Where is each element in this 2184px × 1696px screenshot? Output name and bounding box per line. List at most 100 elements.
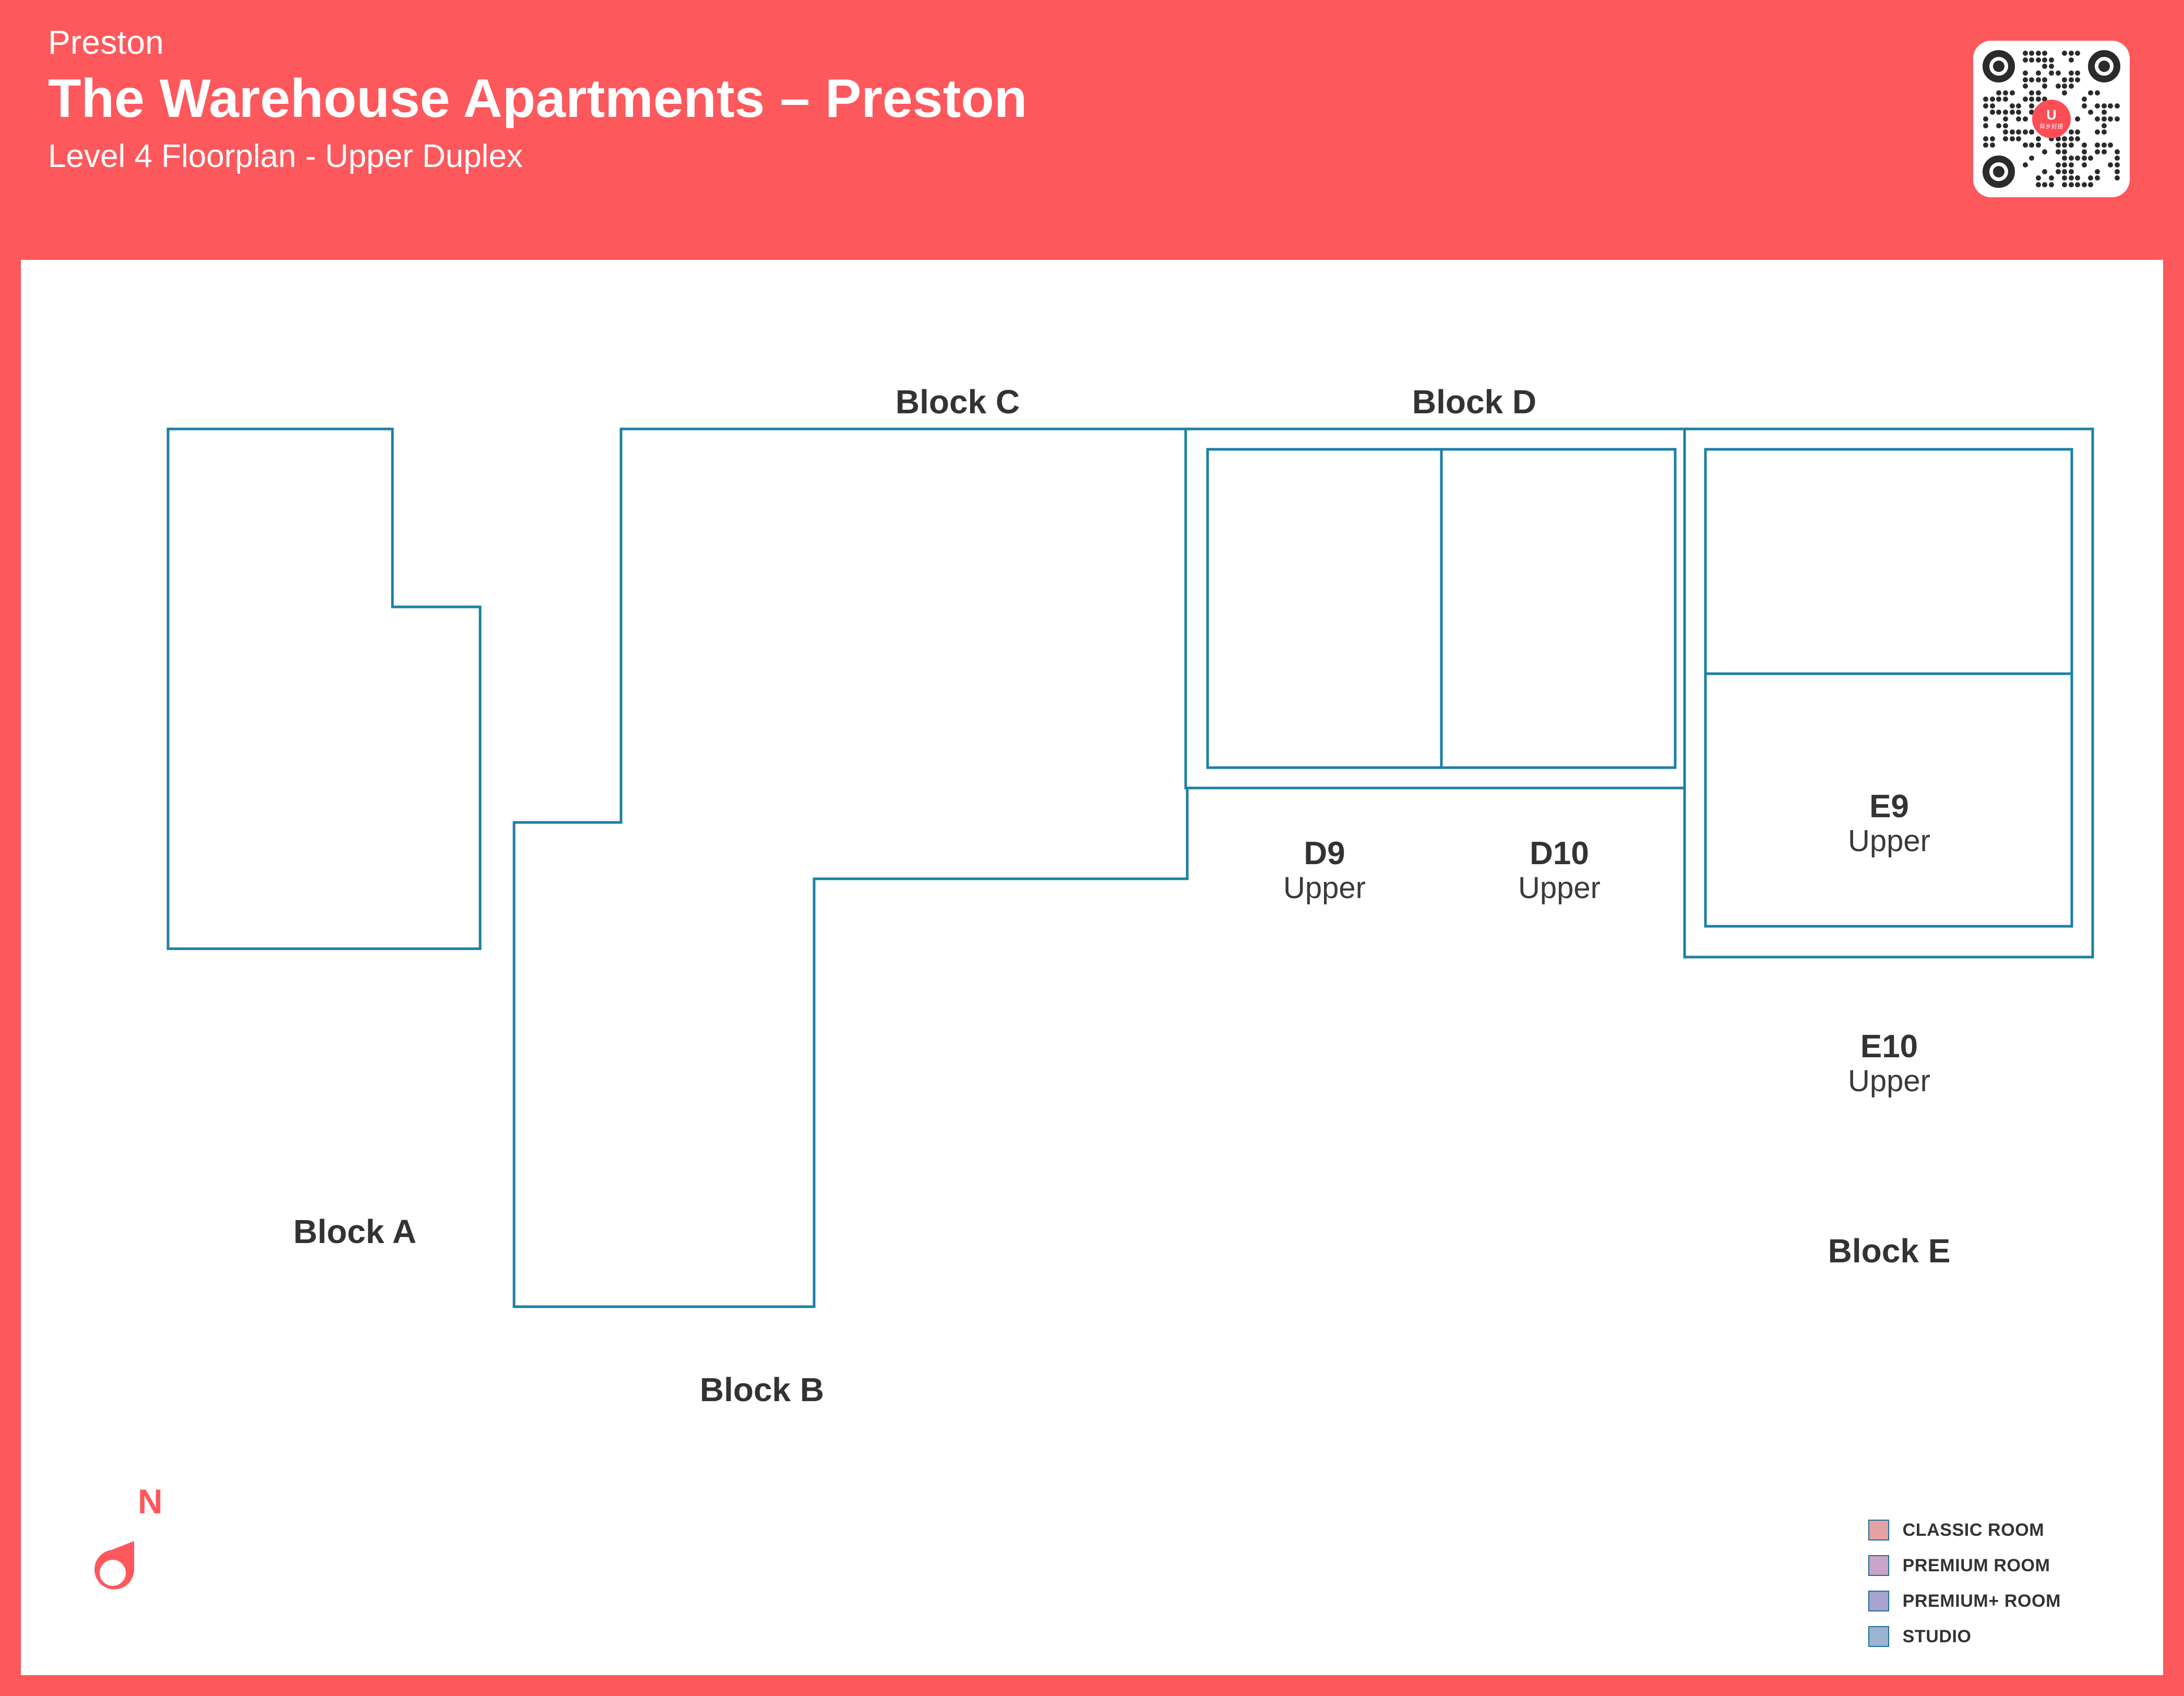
qr-module bbox=[2062, 136, 2068, 141]
qr-module bbox=[2022, 142, 2028, 148]
qr-module bbox=[2009, 90, 2015, 95]
block-a-outline[interactable] bbox=[166, 427, 482, 950]
qr-module bbox=[2088, 110, 2094, 115]
legend-item-studio[interactable]: STUDIO bbox=[1868, 1626, 2061, 1647]
qr-module bbox=[2095, 129, 2100, 135]
qr-module bbox=[2022, 97, 2028, 102]
qr-module bbox=[2029, 90, 2035, 95]
qr-module bbox=[2062, 142, 2068, 148]
qr-module bbox=[2042, 97, 2048, 102]
unit-type-e9: Upper bbox=[1848, 824, 1930, 858]
qr-module bbox=[2101, 116, 2107, 122]
qr-module bbox=[2101, 142, 2107, 148]
qr-module bbox=[2055, 169, 2061, 174]
qr-module bbox=[2035, 136, 2041, 141]
qr-code[interactable]: U 异乡好居 bbox=[1973, 41, 2130, 197]
qr-module bbox=[2049, 64, 2054, 69]
qr-module bbox=[2108, 103, 2114, 109]
qr-module bbox=[2055, 149, 2061, 154]
qr-module bbox=[2075, 116, 2081, 122]
qr-module bbox=[2029, 142, 2035, 148]
qr-module bbox=[1996, 97, 2002, 102]
qr-logo-caption: 异乡好居 bbox=[2039, 124, 2063, 130]
qr-module bbox=[2068, 162, 2074, 168]
legend-item-premium-plus-room[interactable]: PREMIUM+ ROOM bbox=[1868, 1591, 2061, 1611]
qr-module bbox=[2049, 175, 2054, 181]
qr-module bbox=[2068, 83, 2074, 89]
qr-logo-mark: U bbox=[2046, 107, 2057, 123]
qr-module bbox=[2062, 77, 2068, 82]
qr-module bbox=[2081, 182, 2087, 187]
qr-module bbox=[2081, 162, 2087, 168]
legend-swatch-classic-room bbox=[1868, 1520, 1889, 1540]
unit-d9-outline[interactable] bbox=[1206, 448, 1443, 769]
qr-module bbox=[2016, 116, 2022, 122]
legend: CLASSIC ROOM PREMIUM ROOM PREMIUM+ ROOM … bbox=[1868, 1520, 2061, 1647]
qr-module bbox=[2035, 182, 2041, 187]
qr-module bbox=[2042, 169, 2048, 174]
qr-module bbox=[2029, 103, 2035, 109]
qr-module bbox=[2062, 169, 2068, 174]
legend-item-classic-room[interactable]: CLASSIC ROOM bbox=[1868, 1520, 2061, 1540]
qr-module bbox=[2022, 129, 2028, 135]
qr-module bbox=[2068, 57, 2074, 63]
qr-module bbox=[2114, 149, 2120, 154]
block-bc-outline[interactable] bbox=[512, 427, 1189, 1308]
qr-module bbox=[2009, 129, 2015, 135]
qr-module bbox=[2081, 97, 2087, 102]
qr-module bbox=[2009, 103, 2015, 109]
qr-module bbox=[2081, 149, 2087, 154]
qr-module bbox=[2068, 182, 2074, 187]
qr-module bbox=[2022, 77, 2028, 82]
unit-label-e10[interactable]: E10 Upper bbox=[1848, 1029, 1930, 1098]
qr-module bbox=[2068, 70, 2074, 76]
qr-module bbox=[2068, 156, 2074, 161]
qr-module bbox=[2068, 136, 2074, 141]
qr-module bbox=[2088, 156, 2094, 161]
qr-module bbox=[2088, 90, 2094, 95]
page-subtitle: Level 4 Floorplan - Upper Duplex bbox=[48, 138, 523, 174]
compass: N bbox=[79, 1484, 189, 1625]
unit-type-d10: Upper bbox=[1518, 871, 1601, 905]
qr-module bbox=[2049, 182, 2054, 187]
qr-module bbox=[2035, 97, 2041, 102]
qr-module bbox=[2029, 97, 2035, 102]
qr-module bbox=[2009, 136, 2015, 141]
qr-module bbox=[2101, 129, 2107, 135]
qr-module bbox=[2022, 116, 2028, 122]
qr-module bbox=[2075, 77, 2081, 82]
unit-id-d10: D10 bbox=[1530, 835, 1589, 871]
qr-code-pattern: U 异乡好居 bbox=[1983, 50, 2120, 188]
unit-e10-outline[interactable] bbox=[1704, 672, 2073, 928]
qr-module bbox=[2029, 51, 2035, 56]
qr-module bbox=[2108, 116, 2114, 122]
qr-module bbox=[2049, 57, 2054, 63]
qr-module bbox=[1989, 97, 1995, 102]
unit-label-e9[interactable]: E9 Upper bbox=[1848, 789, 1930, 858]
qr-module bbox=[2055, 162, 2061, 168]
qr-module bbox=[2029, 57, 2035, 63]
qr-module bbox=[2003, 90, 2008, 95]
qr-module bbox=[2016, 103, 2022, 109]
qr-module bbox=[2095, 142, 2100, 148]
qr-module bbox=[2042, 83, 2048, 89]
legend-item-premium-room[interactable]: PREMIUM ROOM bbox=[1868, 1555, 2061, 1576]
qr-module bbox=[2062, 83, 2068, 89]
qr-module bbox=[2035, 90, 2041, 95]
qr-module bbox=[2016, 110, 2022, 115]
unit-label-d9[interactable]: D9 Upper bbox=[1283, 835, 1366, 905]
qr-module bbox=[2022, 57, 2028, 63]
qr-module bbox=[2035, 175, 2041, 181]
qr-module bbox=[2003, 136, 2008, 141]
qr-module bbox=[2003, 97, 2008, 102]
unit-label-d10[interactable]: D10 Upper bbox=[1518, 835, 1601, 905]
qr-module bbox=[1989, 103, 1995, 109]
legend-swatch-premium-plus-room bbox=[1868, 1591, 1889, 1611]
qr-module bbox=[2101, 149, 2107, 154]
unit-d10-outline[interactable] bbox=[1440, 448, 1677, 769]
qr-module bbox=[2075, 129, 2081, 135]
unit-e9-outline[interactable] bbox=[1704, 448, 2073, 675]
qr-center-logo: U 异乡好居 bbox=[2032, 100, 2071, 138]
qr-module bbox=[2095, 90, 2100, 95]
qr-module bbox=[2108, 162, 2114, 168]
